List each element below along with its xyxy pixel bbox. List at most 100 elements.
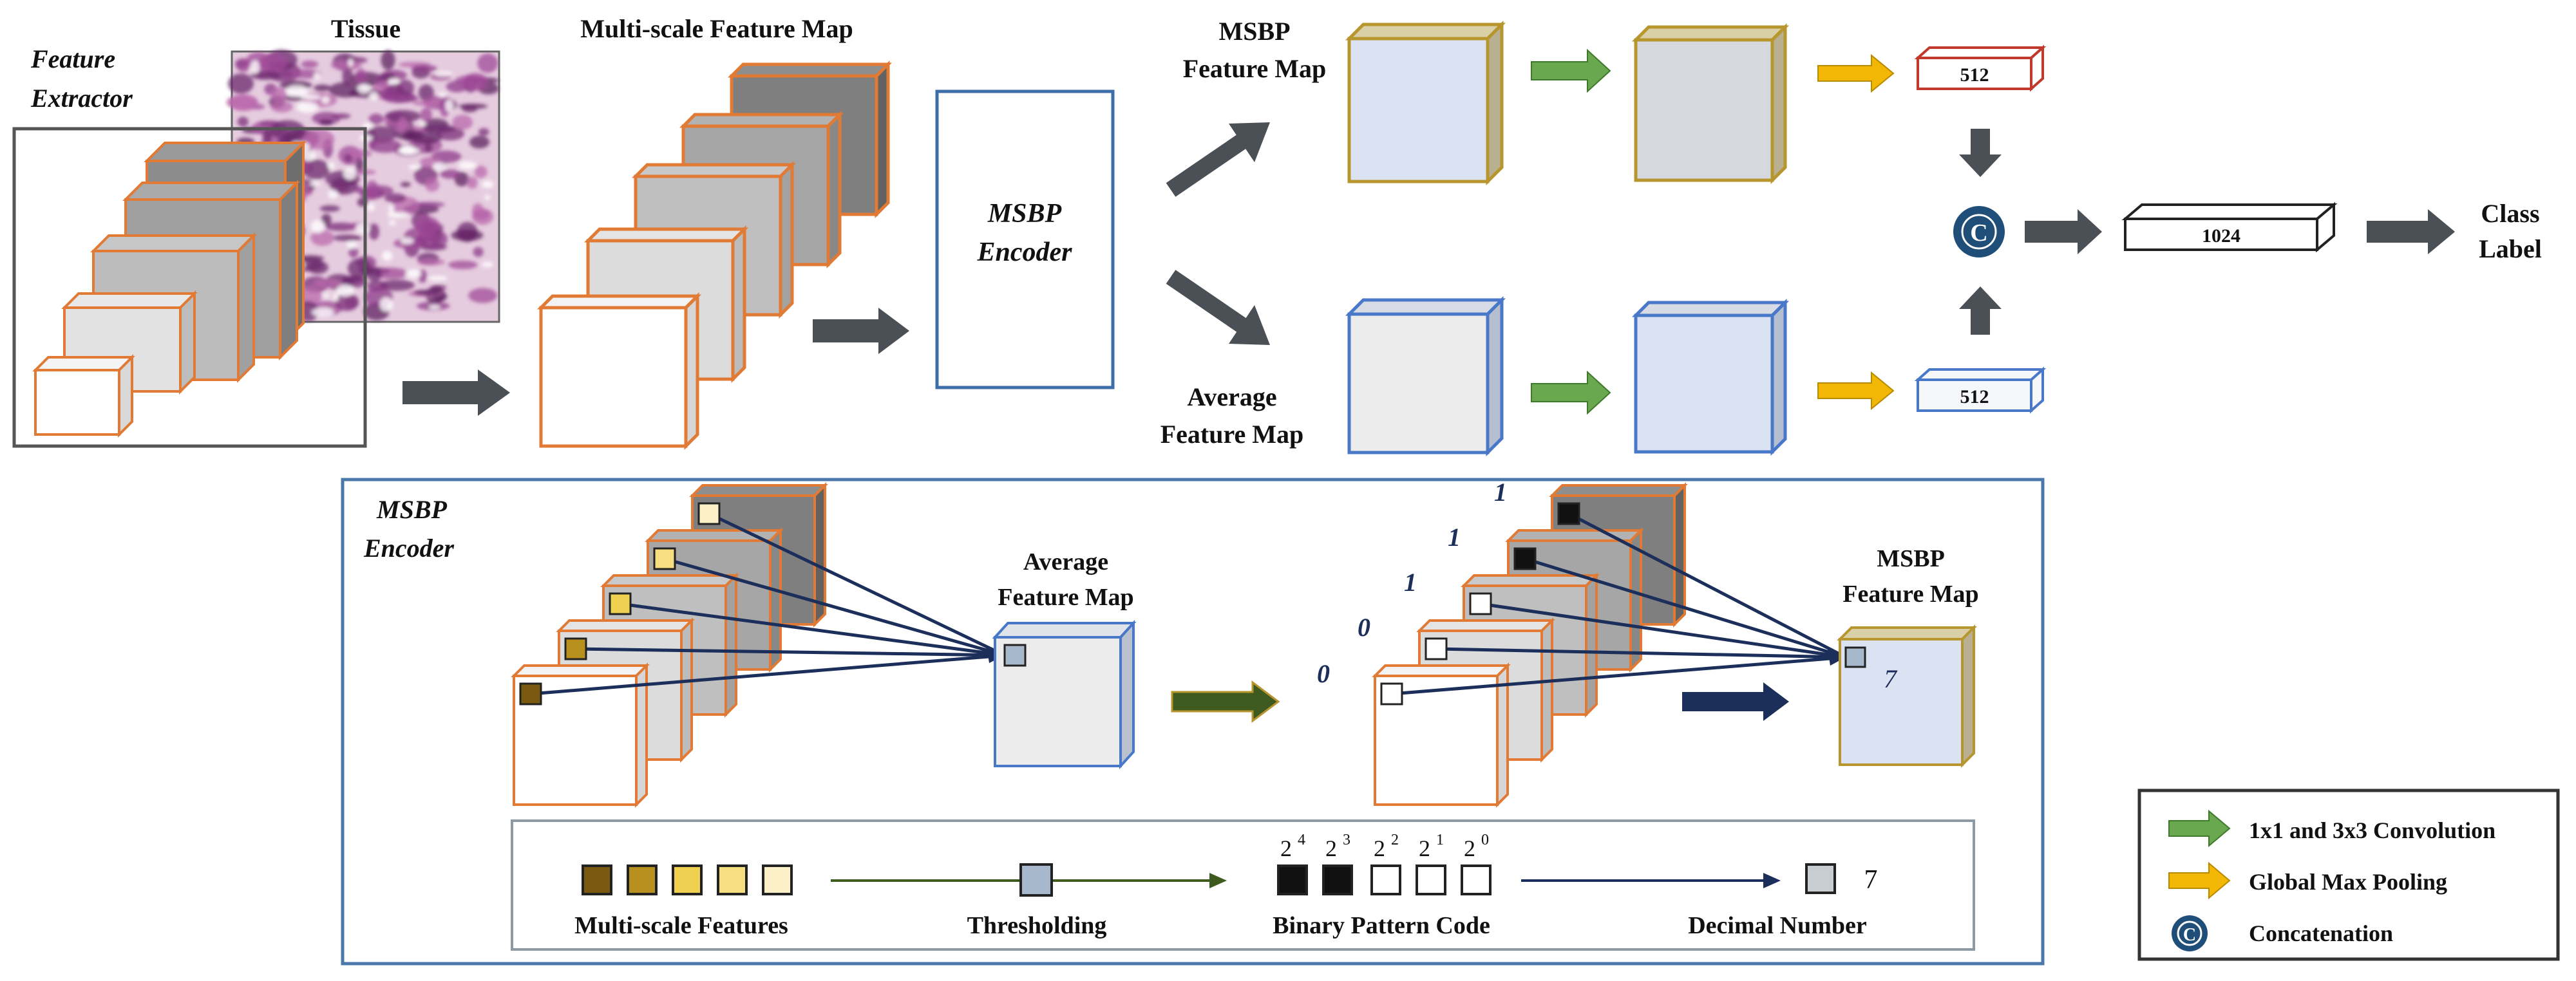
feature-extractor-cubes <box>32 140 307 438</box>
encoder-right-line-0 <box>1567 512 1847 659</box>
average-conv-output-cube <box>1631 298 1790 456</box>
tissue-label: Tissue <box>331 14 401 43</box>
encoder-msbp-map-cell <box>1844 646 1866 668</box>
pool-arrow-bottom <box>1817 371 1895 411</box>
encoder-average-map-cell <box>1003 644 1027 667</box>
conv-arrow-bottom <box>1531 370 1611 415</box>
average-feature-map-label-line1: Average <box>1187 382 1276 411</box>
conv-arrow-top <box>1531 48 1611 93</box>
encoder-legend-exponent-0: 4 <box>1298 832 1305 848</box>
msbp-feature-map-label-line2: Feature Map <box>1183 54 1327 83</box>
vector-512-bottom-label: 512 <box>1960 386 1989 407</box>
encoder-left-line-3 <box>575 647 1005 657</box>
encoder-msbp-map-value: 7 <box>1884 664 1898 693</box>
multiscale-feature-map-label: Multi-scale Feature Map <box>580 14 853 43</box>
concat-icon-symbol: C <box>1970 220 1987 247</box>
encoder-legend-power-1: 2 <box>1325 836 1337 861</box>
encoder-average-map-label-line2: Feature Map <box>998 584 1133 611</box>
encoder-legend-bit-swatch-1 <box>1322 864 1353 895</box>
encoder-right-line-1 <box>1524 557 1846 659</box>
encoder-left-line-0 <box>708 512 1006 657</box>
encoder-bit-label-0: 0 <box>1317 659 1330 688</box>
encoder-threshold-arrow <box>1171 680 1280 723</box>
multiscale-feature-map <box>536 60 893 451</box>
concat-icon <box>1953 206 2005 257</box>
average-feature-map-cube <box>1345 295 1506 457</box>
legend-convolution-label: 1x1 and 3x3 Convolution <box>2249 818 2496 843</box>
encoder-bit-cell-1 <box>1513 547 1537 570</box>
encoder-feature-cell-4 <box>519 682 542 705</box>
encoder-legend-exponent-4: 0 <box>1481 832 1489 848</box>
legend-concat-label: Concatenation <box>2249 920 2393 946</box>
encoder-panel <box>341 478 2045 966</box>
arrow-bottom-vector-to-concat <box>1959 286 2002 335</box>
feature-extractor-label-line2: Extractor <box>30 84 133 113</box>
encoder-feature-cell-1 <box>653 547 676 570</box>
multiscale-cube-4 <box>536 292 702 451</box>
encoder-legend-power-4: 2 <box>1464 836 1475 861</box>
encoder-decimal-arrow <box>1682 682 1789 721</box>
msbp-encoder-label-line2: Encoder <box>977 238 1073 267</box>
encoder-legend-decimal-swatch <box>1805 863 1836 894</box>
encoder-bit-cell-0 <box>1557 502 1580 525</box>
msbp-conv-output-cube <box>1631 23 1790 185</box>
encoder-legend-bit-swatch-0 <box>1277 864 1308 895</box>
encoder-left-line-2 <box>620 602 1005 657</box>
encoder-legend-feature-swatch-3 <box>717 864 748 895</box>
branch-feature-maps <box>1345 20 1790 457</box>
encoder-legend-feature-swatch-0 <box>582 864 612 895</box>
encoder-legend-power-3: 2 <box>1419 836 1430 861</box>
vector-1024-label: 1024 <box>2202 225 2240 247</box>
encoder-feature-cell-0 <box>697 502 721 525</box>
encoder-connection-lines <box>519 502 1847 705</box>
legend-pooling-arrow <box>2168 861 2231 900</box>
vector-512-top <box>1914 44 2047 92</box>
encoder-left-line-1 <box>664 557 1005 657</box>
encoder-average-map-label-line1: Average <box>1023 548 1108 575</box>
encoder-legend-exponent-2: 2 <box>1391 832 1399 848</box>
legend-concat-symbol: C <box>2183 925 2196 945</box>
vector-512-top-label: 512 <box>1960 64 1989 86</box>
arrow-extractor-to-features <box>402 369 510 416</box>
encoder-legend-threshold-label: Thresholding <box>967 912 1107 939</box>
encoder-legend-bit-swatch-4 <box>1461 864 1492 895</box>
encoder-legend-power-2: 2 <box>1374 836 1385 861</box>
encoder-legend-bit-swatch-3 <box>1416 864 1446 895</box>
legend-concat-icon <box>2172 915 2208 951</box>
encoder-legend-threshold-swatch <box>1019 863 1053 897</box>
msbp-encoder-label-line1: MSBP <box>987 199 1062 229</box>
feature-extractor-label-line1: Feature <box>30 44 115 73</box>
encoder-msbp-map <box>1837 624 1977 768</box>
legend-pooling-label: Global Max Pooling <box>2249 869 2447 895</box>
pool-arrow-top <box>1817 53 1895 93</box>
average-feature-map-label-line2: Feature Map <box>1160 420 1304 449</box>
encoder-msbp-map-label-line1: MSBP <box>1877 545 1945 572</box>
encoder-bit-cell-3 <box>1425 637 1448 660</box>
encoder-legend-feature-swatch-2 <box>672 864 703 895</box>
encoder-legend-bit-swatch-2 <box>1370 864 1401 895</box>
encoder-legend-binary-label: Binary Pattern Code <box>1273 912 1490 939</box>
arrow-features-to-encoder <box>813 308 909 354</box>
msbp-feature-map-label-line1: MSBP <box>1218 17 1290 46</box>
arrow-vector-to-class <box>2367 209 2455 254</box>
encoder-legend-power-0: 2 <box>1280 836 1292 861</box>
arrow-encoder-to-average <box>1166 270 1270 345</box>
class-label-line2: Label <box>2479 234 2542 263</box>
encoder-bit-label-2: 1 <box>1404 568 1417 597</box>
legend-convolution-arrow <box>2168 809 2231 848</box>
extractor-cube-4 <box>32 354 135 438</box>
encoder-legend-feature-swatch-4 <box>762 864 793 895</box>
encoder-right-line-4 <box>1391 655 1846 696</box>
encoder-left-line-4 <box>530 653 1005 696</box>
encoder-bit-cell-2 <box>1469 592 1492 615</box>
encoder-right-line-3 <box>1435 647 1846 659</box>
arrow-concat-to-vector <box>2025 209 2102 254</box>
class-label-line1: Class <box>2481 199 2539 228</box>
encoder-average-map <box>992 619 1137 770</box>
encoder-panel-title-line1: MSBP <box>376 495 447 524</box>
encoder-multiscale-stack <box>511 482 828 808</box>
encoder-legend-box <box>511 819 1975 951</box>
